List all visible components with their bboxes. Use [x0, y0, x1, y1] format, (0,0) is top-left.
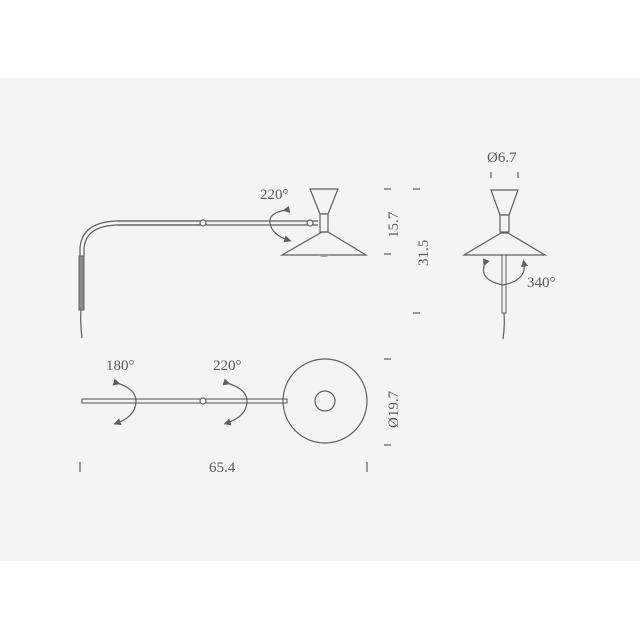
shade-diameter-label: Ø19.7: [386, 390, 402, 428]
front-upper-cone: [490, 189, 519, 216]
side-rotation-label: 220°: [260, 187, 289, 203]
top-view: 180° 220°: [81, 358, 368, 444]
front-shade: [461, 232, 548, 256]
top-shade-outer: [282, 358, 368, 444]
side-arm-curve-inner: [83, 224, 200, 256]
shade-top-diameter-label: Ø6.7: [487, 150, 517, 166]
side-view: 220°: [78, 187, 369, 339]
side-dimensions: 15.7 31.5: [384, 188, 432, 314]
top-dimensions: Ø19.7 65.4: [79, 358, 402, 476]
front-neck: [499, 214, 510, 233]
top-rotation-joint-label: 220°: [213, 358, 242, 374]
side-rotation-arrow: [269, 205, 292, 243]
side-joint-1: [199, 219, 207, 227]
side-neck: [319, 213, 329, 233]
top-shade-inner: [314, 390, 336, 412]
height-shade-label: 15.7: [386, 211, 402, 238]
side-joint-2: [306, 219, 314, 227]
height-total-label: 31.5: [416, 240, 432, 266]
top-arm: [81, 398, 288, 404]
side-cable: [80, 309, 83, 339]
side-arm-curve-outer: [79, 220, 200, 256]
side-shade: [279, 231, 369, 256]
side-upper-cone: [309, 188, 339, 215]
side-bulb: [318, 255, 330, 257]
top-rotation-arrow-wall: [112, 378, 137, 426]
side-wall-mount: [78, 255, 85, 311]
arm-length-label: 65.4: [209, 460, 236, 476]
top-rotation-wall-label: 180°: [106, 358, 135, 374]
drawing-panel: [0, 78, 640, 561]
front-rotation-arrow: [482, 258, 529, 286]
front-view: Ø6.7 340°: [461, 150, 556, 340]
front-rotation-label: 340°: [527, 275, 556, 291]
front-cable: [502, 312, 505, 340]
top-rotation-arrow-joint: [222, 378, 248, 426]
top-joint: [199, 397, 207, 405]
